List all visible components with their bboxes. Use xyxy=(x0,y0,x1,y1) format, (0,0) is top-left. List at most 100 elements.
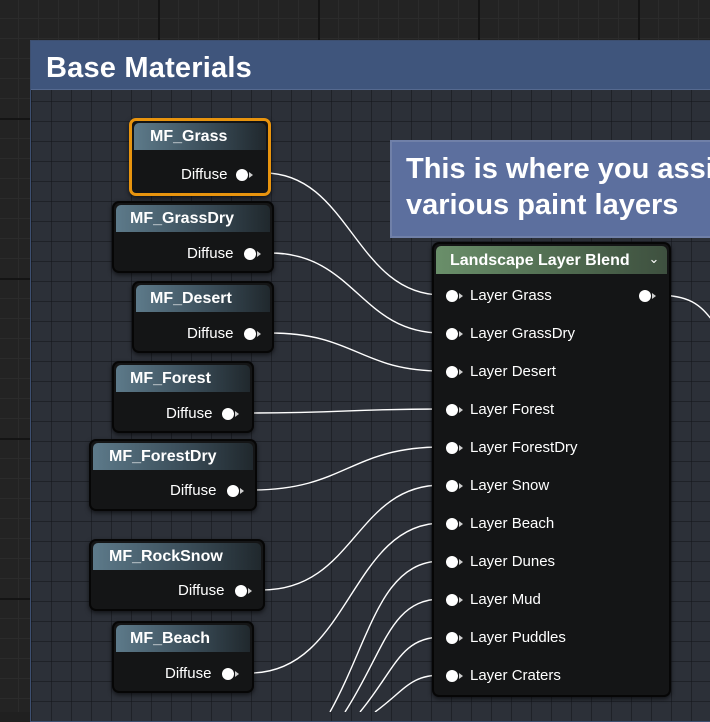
input-label: Layer Puddles xyxy=(470,629,566,646)
wire-grassdry xyxy=(269,252,443,334)
node-title: Landscape Layer Blend xyxy=(450,252,630,269)
pin-arrow-icon xyxy=(459,293,463,299)
pin-arrow-icon xyxy=(459,445,463,451)
input-layer-forestdry[interactable]: Layer ForestDry xyxy=(434,438,634,458)
pin-arrow-icon xyxy=(459,369,463,375)
pin-arrow-icon xyxy=(257,331,261,337)
node-title: MF_Beach xyxy=(130,630,211,647)
node-title: MF_GrassDry xyxy=(130,210,235,227)
pin-arrow-icon xyxy=(459,483,463,489)
input-layer-craters[interactable]: Layer Craters xyxy=(434,666,634,686)
node-header[interactable]: MF_Grass xyxy=(134,123,266,150)
node-mf-beach[interactable]: MF_Beach Diffuse xyxy=(112,621,254,693)
node-mf-desert[interactable]: MF_Desert Diffuse xyxy=(132,281,274,353)
note-line-1: This is where you assig xyxy=(406,153,710,185)
input-label: Layer Forest xyxy=(470,401,555,418)
input-layer-beach[interactable]: Layer Beach xyxy=(434,514,634,534)
output-label-diffuse: Diffuse xyxy=(187,245,234,262)
pin-arrow-icon xyxy=(652,293,656,299)
pin-arrow-icon xyxy=(459,521,463,527)
input-pin[interactable] xyxy=(446,632,458,644)
output-label-diffuse: Diffuse xyxy=(170,482,217,499)
node-header[interactable]: MF_GrassDry xyxy=(116,205,270,232)
input-layer-dunes[interactable]: Layer Dunes xyxy=(434,552,634,572)
input-pin[interactable] xyxy=(446,404,458,416)
node-header[interactable]: MF_RockSnow xyxy=(93,543,261,570)
wire-dunes-in xyxy=(329,560,443,712)
node-header[interactable]: MF_ForestDry xyxy=(93,443,253,470)
pin-arrow-icon xyxy=(459,559,463,565)
pin-arrow-icon xyxy=(459,331,463,337)
node-header[interactable]: Landscape Layer Blend ⌄ xyxy=(436,246,667,274)
wire-puddles-in xyxy=(359,636,443,712)
node-title: MF_Forest xyxy=(130,370,211,387)
node-mf-rocksnow[interactable]: MF_RockSnow Diffuse xyxy=(89,539,265,611)
output-label-diffuse: Diffuse xyxy=(166,405,213,422)
node-mf-grassdry[interactable]: MF_GrassDry Diffuse xyxy=(112,201,274,273)
node-landscape-layer-blend[interactable]: Landscape Layer Blend ⌄ Layer Grass Laye… xyxy=(432,242,671,697)
wire-grass xyxy=(263,172,443,296)
note-text: This is where you assig various paint la… xyxy=(406,151,710,223)
input-label: Layer ForestDry xyxy=(470,439,578,456)
output-pin-diffuse[interactable] xyxy=(235,585,247,597)
input-pin[interactable] xyxy=(446,670,458,682)
input-layer-grass[interactable]: Layer Grass xyxy=(434,286,634,306)
node-header[interactable]: MF_Forest xyxy=(116,365,250,392)
output-pin-diffuse[interactable] xyxy=(244,248,256,260)
input-label: Layer Snow xyxy=(470,477,550,494)
output-pin-diffuse[interactable] xyxy=(222,408,234,420)
node-title: MF_Grass xyxy=(150,128,228,145)
pin-arrow-icon xyxy=(248,588,252,594)
input-layer-snow[interactable]: Layer Snow xyxy=(434,476,634,496)
input-layer-forest[interactable]: Layer Forest xyxy=(434,400,634,420)
input-label: Layer Dunes xyxy=(470,553,556,570)
node-title: MF_Desert xyxy=(150,290,232,307)
wire-beach xyxy=(249,522,443,674)
input-label: Layer Mud xyxy=(470,591,541,608)
output-label-diffuse: Diffuse xyxy=(187,325,234,342)
input-layer-grassdry[interactable]: Layer GrassDry xyxy=(434,324,634,344)
input-layer-puddles[interactable]: Layer Puddles xyxy=(434,628,634,648)
comment-title: Base Materials xyxy=(46,52,252,84)
note-line-2: various paint layers xyxy=(406,189,679,221)
node-title: MF_RockSnow xyxy=(109,548,223,565)
input-label: Layer GrassDry xyxy=(470,325,576,342)
wire-forest xyxy=(249,408,443,414)
pin-arrow-icon xyxy=(459,635,463,641)
pin-arrow-icon xyxy=(459,597,463,603)
input-layer-mud[interactable]: Layer Mud xyxy=(434,590,634,610)
input-layer-desert[interactable]: Layer Desert xyxy=(434,362,634,382)
input-pin[interactable] xyxy=(446,594,458,606)
input-pin[interactable] xyxy=(446,290,458,302)
input-pin[interactable] xyxy=(446,556,458,568)
input-pin[interactable] xyxy=(446,480,458,492)
output-pin-diffuse[interactable] xyxy=(236,169,248,181)
pin-arrow-icon xyxy=(257,251,261,257)
output-pin-diffuse[interactable] xyxy=(227,485,239,497)
input-pin[interactable] xyxy=(446,328,458,340)
output-pin-diffuse[interactable] xyxy=(244,328,256,340)
input-pin[interactable] xyxy=(446,366,458,378)
node-header[interactable]: MF_Desert xyxy=(136,285,270,312)
comment-note[interactable]: This is where you assig various paint la… xyxy=(390,140,710,238)
wire-forestdry xyxy=(251,446,443,491)
output-pin-diffuse[interactable] xyxy=(222,668,234,680)
node-header[interactable]: MF_Beach xyxy=(116,625,250,652)
input-label: Layer Desert xyxy=(470,363,556,380)
pin-arrow-icon xyxy=(240,488,244,494)
node-mf-forestdry[interactable]: MF_ForestDry Diffuse xyxy=(89,439,257,511)
input-label: Layer Grass xyxy=(470,287,552,304)
node-mf-forest[interactable]: MF_Forest Diffuse xyxy=(112,361,254,433)
pin-arrow-icon xyxy=(249,172,253,178)
node-mf-grass[interactable]: MF_Grass Diffuse xyxy=(129,118,271,196)
pin-arrow-icon xyxy=(235,411,239,417)
wire-rocksnow xyxy=(261,484,443,591)
input-pin[interactable] xyxy=(446,442,458,454)
output-pin-result[interactable] xyxy=(639,290,651,302)
input-pin[interactable] xyxy=(446,518,458,530)
pin-arrow-icon xyxy=(459,673,463,679)
comment-header[interactable]: Base Materials xyxy=(31,41,710,90)
chevron-down-icon[interactable]: ⌄ xyxy=(648,251,660,266)
input-label: Layer Craters xyxy=(470,667,561,684)
